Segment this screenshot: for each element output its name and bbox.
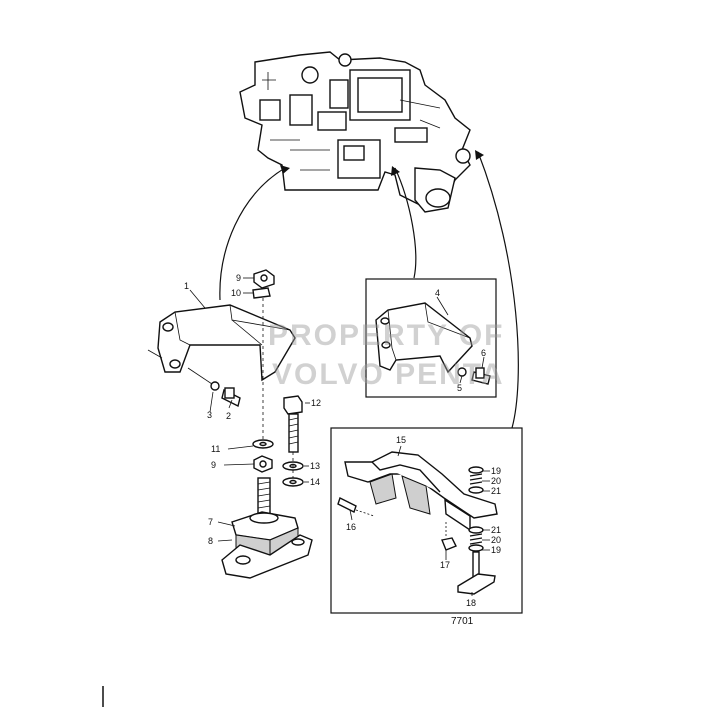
callout-15: 15 [396,435,406,445]
callout-4: 4 [435,288,440,298]
callout-17: 17 [440,560,450,570]
callout-9-top: 9 [236,273,241,283]
bolt-12 [283,395,303,453]
drawing-number: 7701 [451,616,474,627]
leader-arrows [219,150,519,429]
callout-16: 16 [346,522,356,532]
washers [252,439,304,487]
watermark-line-2: VOLVO PENTA [272,358,505,391]
callout-14: 14 [310,477,320,487]
callout-20-bottom: 20 [491,535,501,545]
callout-21-top: 21 [491,486,501,496]
watermark-line-1: PROPERTY OF [268,319,504,352]
callout-20-top: 20 [491,476,501,486]
inset-crossmember [330,427,523,614]
callout-13: 13 [310,461,320,471]
bolt-2-washer-3 [187,367,241,408]
callout-5: 5 [457,383,462,393]
callout-1: 1 [184,281,189,291]
callout-7: 7 [208,517,213,527]
callout-leaders [189,277,485,596]
callout-19-top: 19 [491,466,501,476]
engine-bracket-left [147,304,296,382]
nut-9-clip-10 [252,269,275,299]
callout-11: 11 [211,444,220,454]
callout-3: 3 [207,410,212,420]
callout-9-lower: 9 [211,460,216,470]
callout-18: 18 [466,598,476,608]
callout-8: 8 [208,536,213,546]
callout-6: 6 [481,348,486,358]
callout-labels: 1 2 3 4 5 6 7 8 9 9 10 11 12 13 14 15 16… [184,273,501,627]
callout-19-bottom: 19 [491,545,501,555]
rubber-mount [221,477,313,579]
callout-21-bottom: 21 [491,525,501,535]
centerlines [262,298,294,478]
inset-bracket-4 [365,278,497,398]
callout-2: 2 [226,411,231,421]
callout-12: 12 [311,398,321,408]
watermark: PROPERTY OF VOLVO PENTA [268,319,505,391]
engine-illustration [239,51,471,213]
callout-10: 10 [231,288,241,298]
